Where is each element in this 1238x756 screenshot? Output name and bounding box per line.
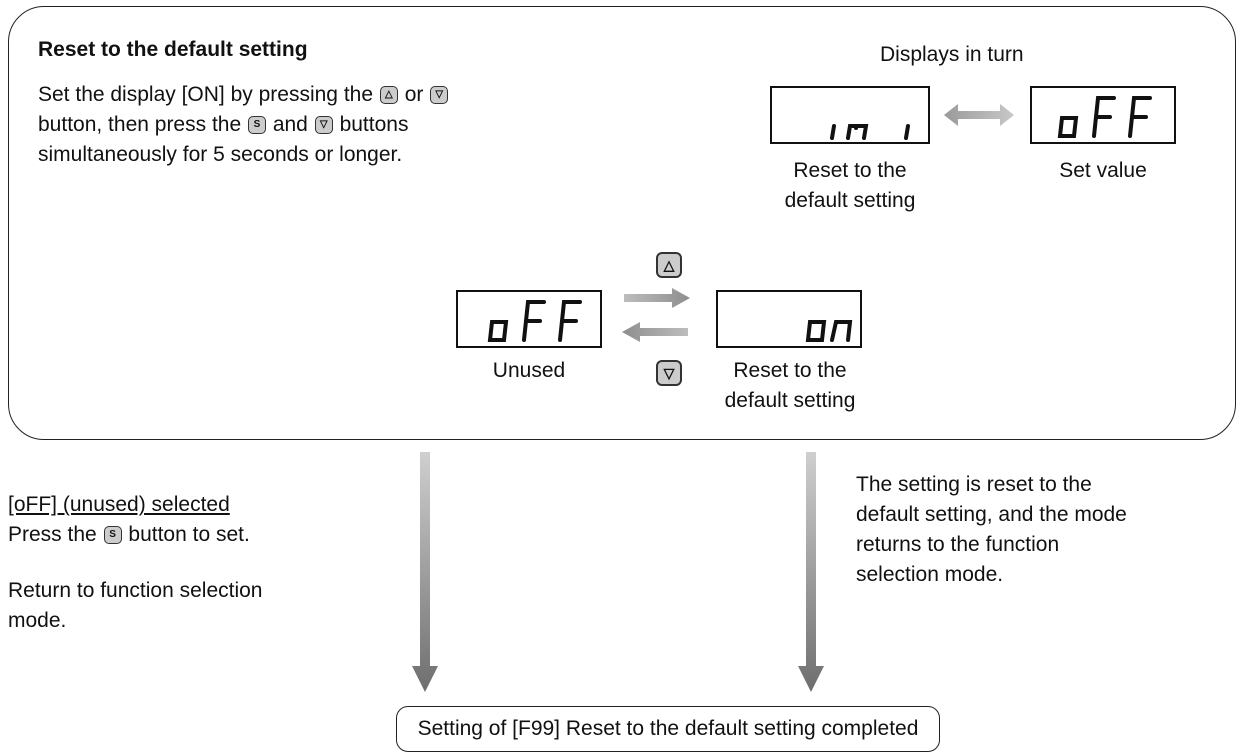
set-value-caption: Set value [1059,159,1147,182]
right-branch-line-2: default setting, and the mode [856,503,1127,526]
down-button-large: ▽ [655,360,683,388]
up-triangle-icon: △ [656,252,682,278]
instruction-line-2: button, then press the S and ▽ buttons [38,110,598,140]
instruction-line-1: Set the display [ON] by pressing the △ o… [38,80,598,110]
left-branch-text: [oFF] (unused) selected Press the S butt… [8,490,388,636]
instruction-line-2a: button, then press the [38,113,242,136]
down-triangle-icon: ▽ [656,360,682,386]
set-button-icon: S [103,526,122,544]
left-branch-line-3: mode. [8,609,67,632]
left-branch-line-1b: button to set. [128,523,250,546]
right-branch-line-4: selection mode. [856,563,1004,586]
instruction-line-2c: buttons [339,113,409,136]
lcd-display-off [456,290,602,348]
alternate-arrow-icon [944,98,1014,132]
up-button-large: △ [655,252,683,280]
ini-caption-line-2: default setting [784,189,916,212]
unused-caption: Unused [492,359,566,382]
lcd-display-off-top [1030,86,1176,144]
reset-panel [8,6,1236,440]
toggle-arrows-icon [620,286,692,356]
right-branch-text: The setting is reset to the default sett… [856,470,1236,590]
ini-caption-line-1: Reset to the [793,159,907,182]
flow-arrow-right [798,452,824,692]
left-branch-heading: [oFF] (unused) selected [8,493,230,516]
up-button-icon: △ [379,86,398,104]
lcd-segments-on [805,320,853,342]
left-branch-line-2: Return to function selection [8,579,263,602]
on-caption: Reset to the default setting [700,356,880,416]
down-button-icon: ▽ [430,86,449,104]
instruction-text: Set the display [ON] by pressing the △ o… [38,80,598,170]
down-button-icon: ▽ [314,116,333,134]
set-button-icon: S [247,116,266,134]
on-caption-line-1: Reset to the [733,359,847,382]
displays-in-turn-heading: Displays in turn [880,43,1024,66]
lcd-segments-off [487,300,582,342]
panel-title: Reset to the default setting [38,38,308,61]
instruction-line-3: simultaneously for 5 seconds or longer. [38,143,403,166]
lcd-display-on [716,290,862,348]
ini-caption: Reset to the default setting [760,156,940,216]
left-branch-line-1: Press the S button to set. [8,520,388,550]
on-caption-line-2: default setting [724,389,856,412]
instruction-line-1a: Set the display [ON] by pressing the [38,83,374,106]
right-branch-line-3: returns to the function [856,533,1060,556]
lcd-display-ini [770,86,930,144]
completion-box: Setting of [F99] Reset to the default se… [396,706,940,752]
flow-arrow-left [412,452,438,692]
lcd-segments-off-top [1057,96,1152,138]
instruction-line-1b: or [404,83,424,106]
instruction-line-2b: and [272,113,308,136]
lcd-segments-ini [830,124,910,140]
right-branch-line-1: The setting is reset to the [856,473,1092,496]
left-branch-line-1a: Press the [8,523,97,546]
